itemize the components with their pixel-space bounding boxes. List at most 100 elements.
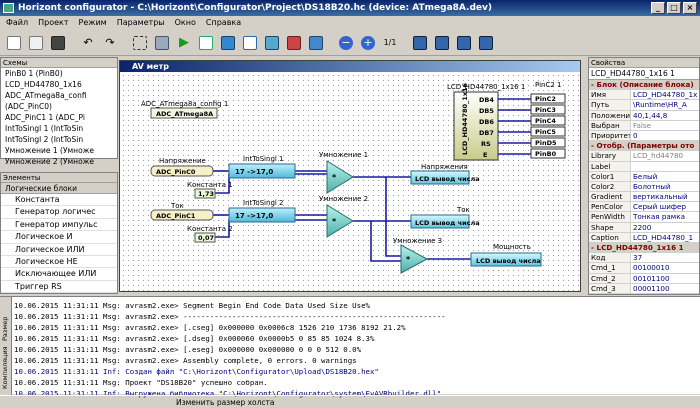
property-value[interactable]: 00101100 [633,273,670,283]
mul3-block[interactable] [400,244,429,274]
property-category[interactable]: - LCD_HD44780_1x16 1 [589,243,699,254]
open-button[interactable] [26,33,46,53]
property-value[interactable]: 00100010 [633,263,670,273]
property-value[interactable]: Серый шифер [633,202,687,212]
property-value[interactable]: Тонкая рамка [633,212,685,222]
pin-block[interactable] [530,148,566,159]
int1-block[interactable] [228,163,296,179]
menu-mode[interactable]: Режим [78,18,107,27]
build-button[interactable] [196,33,216,53]
property-row[interactable]: Label [589,161,699,172]
device-button[interactable] [262,33,282,53]
scheme-item[interactable]: LCD_HD44780_1x16 [5,80,82,89]
property-value[interactable]: Белый [633,171,658,181]
pin-block[interactable] [530,126,566,137]
log-tab-size[interactable]: Размер [1,316,9,341]
element-item[interactable]: Генератор логичес [1,206,117,219]
window-layout-1-button[interactable] [410,33,430,53]
property-row[interactable]: Путь\Runtime\HR_A [589,100,699,111]
pin-block[interactable] [530,137,566,148]
pin-block[interactable] [530,93,566,104]
property-value[interactable]: \Runtime\HR_A [633,100,687,110]
scheme-item[interactable]: ADC_PinC1 1 (ADC_Pi [5,113,85,122]
const1-block[interactable] [194,188,216,199]
pin-block[interactable] [530,115,566,126]
property-value[interactable]: LCD_HD44780_1x [633,90,698,100]
elements-group-header[interactable]: Логические блоки [1,183,117,194]
property-category[interactable]: - Блок (Описание блока) [589,80,699,91]
undo-button[interactable]: ↶ [78,33,98,53]
property-value[interactable]: LCD_HD44780_1 [633,232,694,242]
voltage-source[interactable] [150,165,214,177]
chip-button[interactable] [284,33,304,53]
menu-project[interactable]: Проект [38,18,69,27]
scheme-canvas[interactable]: ADC_ATmega8a_config 1 ADC_ATmega8A LCD_H… [121,73,579,291]
scheme-item[interactable]: ADC_ATmega8a_confi [5,91,87,100]
upload-button[interactable] [218,33,238,53]
int2-block[interactable] [228,207,296,223]
lcd-block[interactable] [453,91,499,161]
scheme-item[interactable]: (ADC_PinC0) [5,102,52,111]
program-button[interactable] [306,33,326,53]
scheme-item[interactable]: Умножение 2 (Умноже [5,157,95,166]
redo-button[interactable]: ↷ [100,33,120,53]
property-category[interactable]: - Отобр. (Параметры ото [589,141,699,152]
adc-config-block[interactable] [150,107,218,119]
property-value[interactable]: 0 [633,130,638,140]
out3-block[interactable] [470,252,542,267]
maximize-button[interactable]: □ [667,2,681,14]
zoom-out-button[interactable]: − [336,33,356,53]
property-value[interactable]: Болотный [633,181,671,191]
property-value[interactable]: 37 [633,253,643,263]
element-item[interactable]: Исключающее ИЛИ [1,268,117,281]
pin-block[interactable] [530,104,566,115]
select-button[interactable] [130,33,150,53]
property-value[interactable] [631,162,699,171]
out2-block[interactable] [410,214,470,229]
element-item[interactable]: Логическое НЕ [1,256,117,269]
element-item[interactable]: Генератор импульс [1,219,117,232]
property-value[interactable]: LCD_hd44780 [633,151,684,161]
log-tab-compile[interactable]: Компиляция [1,346,9,389]
current-source[interactable] [150,209,214,221]
out1-block[interactable] [410,170,470,185]
mul1-block[interactable] [326,160,354,194]
zoom-reset-button[interactable]: 1/1 [380,33,400,53]
save-button[interactable] [48,33,68,53]
property-value[interactable]: False [633,120,652,130]
close-button[interactable]: × [683,2,697,14]
menu-parameters[interactable]: Параметры [116,18,165,27]
config-button[interactable] [240,33,260,53]
new-file-button[interactable] [4,33,24,53]
run-button[interactable]: ▶ [174,33,194,53]
property-value[interactable]: 40,1,44,8 [633,110,668,120]
property-value[interactable]: вертикальный [633,192,688,202]
const2-block[interactable] [194,232,216,243]
window-layout-4-button[interactable] [476,33,496,53]
element-item[interactable]: Логическое И [1,231,117,244]
scheme-item[interactable]: IntToSingl 2 (IntToSin [5,135,84,144]
element-item[interactable]: Константа [1,194,117,207]
scheme-item[interactable]: IntToSingl 1 (IntToSin [5,124,84,133]
menu-window[interactable]: Окно [174,18,196,27]
menu-file[interactable]: Файл [6,18,29,27]
window-layout-2-button[interactable] [432,33,452,53]
property-value[interactable]: 2200 [633,222,652,232]
property-value[interactable]: 00001100 [633,283,670,293]
element-item[interactable]: Логическое ИЛИ [1,244,117,256]
